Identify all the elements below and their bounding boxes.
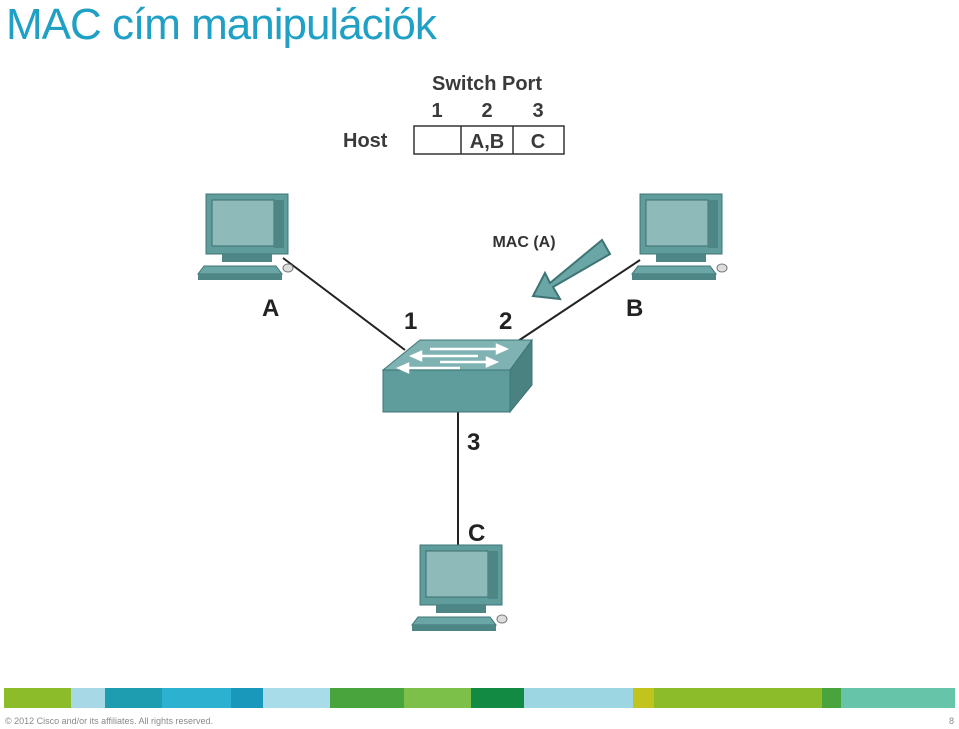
table-row-label: Host — [343, 130, 388, 152]
table-port-2: 2 — [481, 100, 492, 122]
arrow-label: MAC (A) — [492, 234, 555, 251]
page-number: 8 — [948, 716, 954, 726]
computer-icon-host-c — [411, 544, 508, 631]
host-label-c: C — [468, 520, 485, 547]
frame-arrow-icon — [531, 238, 612, 301]
footer-color-segment — [262, 688, 331, 708]
footer-color-segment — [330, 688, 404, 708]
computer-icon-host-a — [197, 193, 294, 280]
table-port-1: 1 — [431, 100, 442, 122]
copyright-text: © 2012 Cisco and/or its affiliates. All … — [5, 716, 214, 726]
port-label-3: 3 — [467, 429, 480, 456]
footer-color-segment — [822, 688, 842, 708]
mac-address-table: Switch Port 1 2 3 Host A,B C — [343, 73, 565, 155]
footer-color-segment — [4, 688, 72, 708]
table-port-3: 3 — [532, 100, 543, 122]
footer-color-segment — [471, 688, 524, 708]
link-a-switch — [282, 257, 406, 351]
page-title: MAC cím manipulációk — [6, 0, 437, 49]
table-cell-3: C — [531, 131, 545, 153]
port-label-1: 1 — [404, 308, 417, 335]
switch-icon — [381, 338, 533, 414]
footer-color-bar — [4, 688, 955, 708]
host-label-a: A — [262, 295, 279, 322]
footer-color-segment — [654, 688, 823, 708]
host-label-b: B — [626, 295, 643, 322]
link-b-switch — [511, 259, 641, 346]
table-header: Switch Port — [432, 73, 542, 95]
port-label-2: 2 — [499, 308, 512, 335]
footer-color-segment — [523, 688, 634, 708]
computer-icon-host-b — [631, 193, 728, 280]
footer-color-segment — [104, 688, 162, 708]
footer-color-segment — [161, 688, 232, 708]
footer-color-segment — [71, 688, 105, 708]
footer-color-segment — [633, 688, 655, 708]
footer-color-segment — [231, 688, 263, 708]
footer-color-segment — [403, 688, 472, 708]
table-row-box — [413, 125, 565, 155]
table-cell-2: A,B — [470, 131, 504, 153]
footer-color-segment — [841, 688, 955, 708]
